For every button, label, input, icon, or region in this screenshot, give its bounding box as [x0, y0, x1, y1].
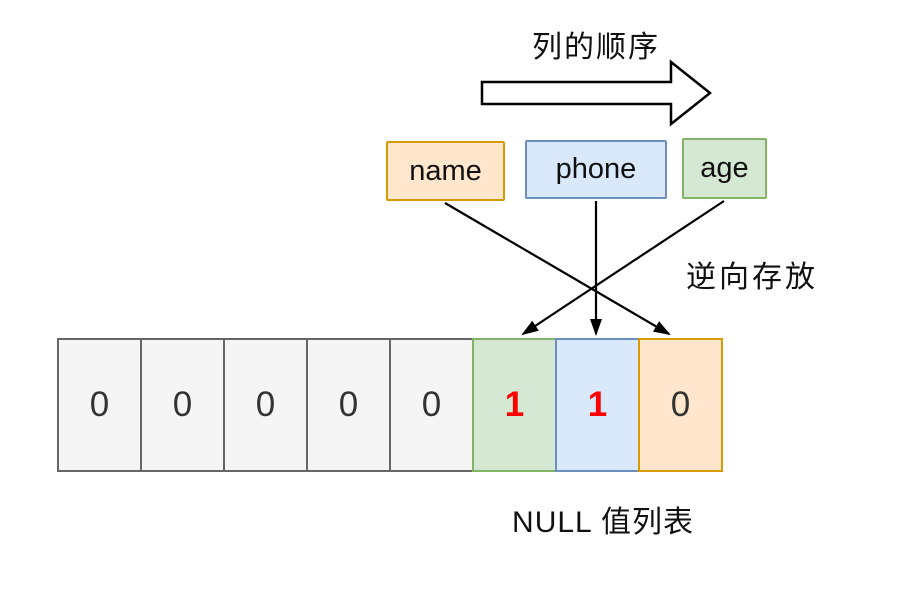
right-arrow-icon: [480, 59, 713, 127]
null-list-label: NULL 值列表: [512, 506, 694, 539]
bitmap-cell-4: 0: [306, 338, 391, 472]
reverse-storage-label: 逆向存放: [686, 261, 818, 294]
column-box-name: name: [386, 141, 505, 201]
column-box-age: age: [682, 138, 767, 199]
bitmap-cell-5: 0: [389, 338, 474, 472]
column-order-label: 列的顺序: [532, 31, 660, 64]
bitmap-cell-2: 0: [140, 338, 225, 472]
column-box-phone: phone: [525, 140, 667, 199]
null-bitmap-row: 0 0 0 0 0 1 1 0: [57, 338, 723, 472]
bitmap-cell-7: 1: [555, 338, 640, 472]
bitmap-cell-1: 0: [57, 338, 142, 472]
bitmap-cell-6: 1: [472, 338, 557, 472]
bitmap-cell-3: 0: [223, 338, 308, 472]
bitmap-cell-8: 0: [638, 338, 723, 472]
arrow-name-to-bit8: [444, 202, 671, 336]
